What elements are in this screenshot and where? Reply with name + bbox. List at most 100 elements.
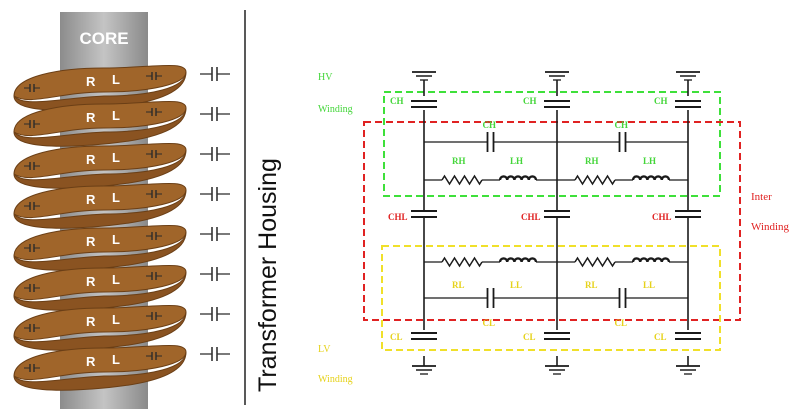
ground-icon: [676, 71, 700, 96]
hv-resistor-label: RH: [585, 156, 599, 166]
lv-inductor-label: LL: [643, 280, 655, 290]
turn-capacitor-icon: [24, 324, 40, 332]
inter-winding-capacitor-label: CHL: [652, 212, 672, 222]
turn-resistance-label: R: [86, 192, 96, 207]
lv-resistor-label: RL: [452, 280, 465, 290]
turn-inductance-label: L: [112, 352, 120, 367]
coil-band-lower: [13, 107, 187, 147]
turn-resistance-label: R: [86, 74, 96, 89]
lv-ground-capacitor-label: CL: [523, 332, 536, 342]
housing-capacitor-icon: [200, 347, 230, 361]
turn-resistance-label: R: [86, 274, 96, 289]
coil-band: [13, 64, 187, 101]
hv-ground-capacitor-label: CH: [654, 96, 668, 106]
lv-winding-label: LV: [318, 344, 331, 355]
inter-winding-box: [363, 121, 741, 321]
turn-capacitor-icon: [24, 364, 40, 372]
housing-capacitor-icon: [200, 187, 230, 201]
turn-capacitor-icon: [24, 120, 40, 128]
coil-band-lower: [13, 311, 187, 351]
hv-winding-label-2: Winding: [318, 104, 353, 115]
hv-winding-box: [383, 91, 721, 197]
housing-capacitor-icon: [200, 227, 230, 241]
turn-inductance-label: L: [112, 272, 120, 287]
ground-icon: [545, 71, 569, 96]
turn-resistance-label: R: [86, 152, 96, 167]
turn-capacitor-icon: [146, 232, 162, 240]
turn-capacitor-icon: [146, 312, 162, 320]
coil-band: [13, 182, 187, 219]
hv-series-capacitor-label: CH: [615, 120, 629, 130]
lv-ground-capacitor-label: CL: [390, 332, 403, 342]
hv-series-capacitor-label: CH: [483, 120, 497, 130]
lv-ground-capacitor-label: CL: [654, 332, 667, 342]
hv-resistor: [574, 174, 616, 186]
turn-capacitor-icon: [24, 284, 40, 292]
lv-ground-capacitor: [411, 332, 437, 340]
housing-capacitor-icon: [200, 147, 230, 161]
lv-inductor: [498, 257, 538, 263]
ground-icon: [412, 356, 436, 375]
hv-resistor-label: RH: [452, 156, 466, 166]
hv-ground-capacitor: [544, 100, 570, 108]
hv-resistor: [441, 174, 483, 186]
lv-resistor: [574, 256, 616, 268]
turn-capacitor-icon: [146, 72, 162, 80]
coil-band: [13, 304, 187, 341]
inter-winding-label: Inter: [751, 191, 772, 203]
housing-capacitor-icon: [200, 107, 230, 121]
turn-capacitor-icon: [146, 272, 162, 280]
hv-ground-capacitor: [411, 100, 437, 108]
turn-capacitor-icon: [24, 244, 40, 252]
coil-band: [13, 344, 187, 381]
turn-inductance-label: L: [112, 108, 120, 123]
coil-band-lower: [13, 271, 187, 311]
inter-winding-capacitor: [544, 210, 570, 218]
inter-winding-capacitor-label: CHL: [388, 212, 408, 222]
coil-band-lower: [13, 351, 187, 391]
inter-winding-capacitor: [411, 210, 437, 218]
coil-band: [13, 142, 187, 179]
lv-series-capacitor: [486, 288, 495, 308]
coil-band-lower: [13, 189, 187, 229]
housing-capacitor-icon: [200, 307, 230, 321]
turn-resistance-label: R: [86, 110, 96, 125]
turn-capacitor-icon: [146, 150, 162, 158]
ground-icon: [545, 356, 569, 375]
turn-resistance-label: R: [86, 234, 96, 249]
turn-inductance-label: L: [112, 312, 120, 327]
turn-capacitor-icon: [24, 84, 40, 92]
lv-ground-capacitor: [544, 332, 570, 340]
housing-label: Transformer Housing: [254, 158, 282, 392]
hv-ground-capacitor-label: CH: [390, 96, 404, 106]
turn-capacitor-icon: [146, 108, 162, 116]
housing-capacitor-icon: [200, 267, 230, 281]
hv-series-capacitor: [486, 132, 495, 152]
housing-capacitors: [200, 67, 230, 361]
hv-inductor: [498, 175, 538, 181]
hv-ground-capacitor-label: CH: [523, 96, 537, 106]
coil-band: [13, 264, 187, 301]
lv-ground-capacitor: [675, 332, 701, 340]
turn-inductance-label: L: [112, 232, 120, 247]
inter-winding-label-2: Winding: [751, 221, 790, 233]
coil-band: [13, 100, 187, 137]
turn-inductance-label: L: [112, 190, 120, 205]
lv-winding-box: [381, 245, 721, 351]
lv-series-capacitor-label: CL: [483, 318, 496, 328]
hv-inductor-label: LH: [510, 156, 523, 166]
turn-resistance-label: R: [86, 314, 96, 329]
